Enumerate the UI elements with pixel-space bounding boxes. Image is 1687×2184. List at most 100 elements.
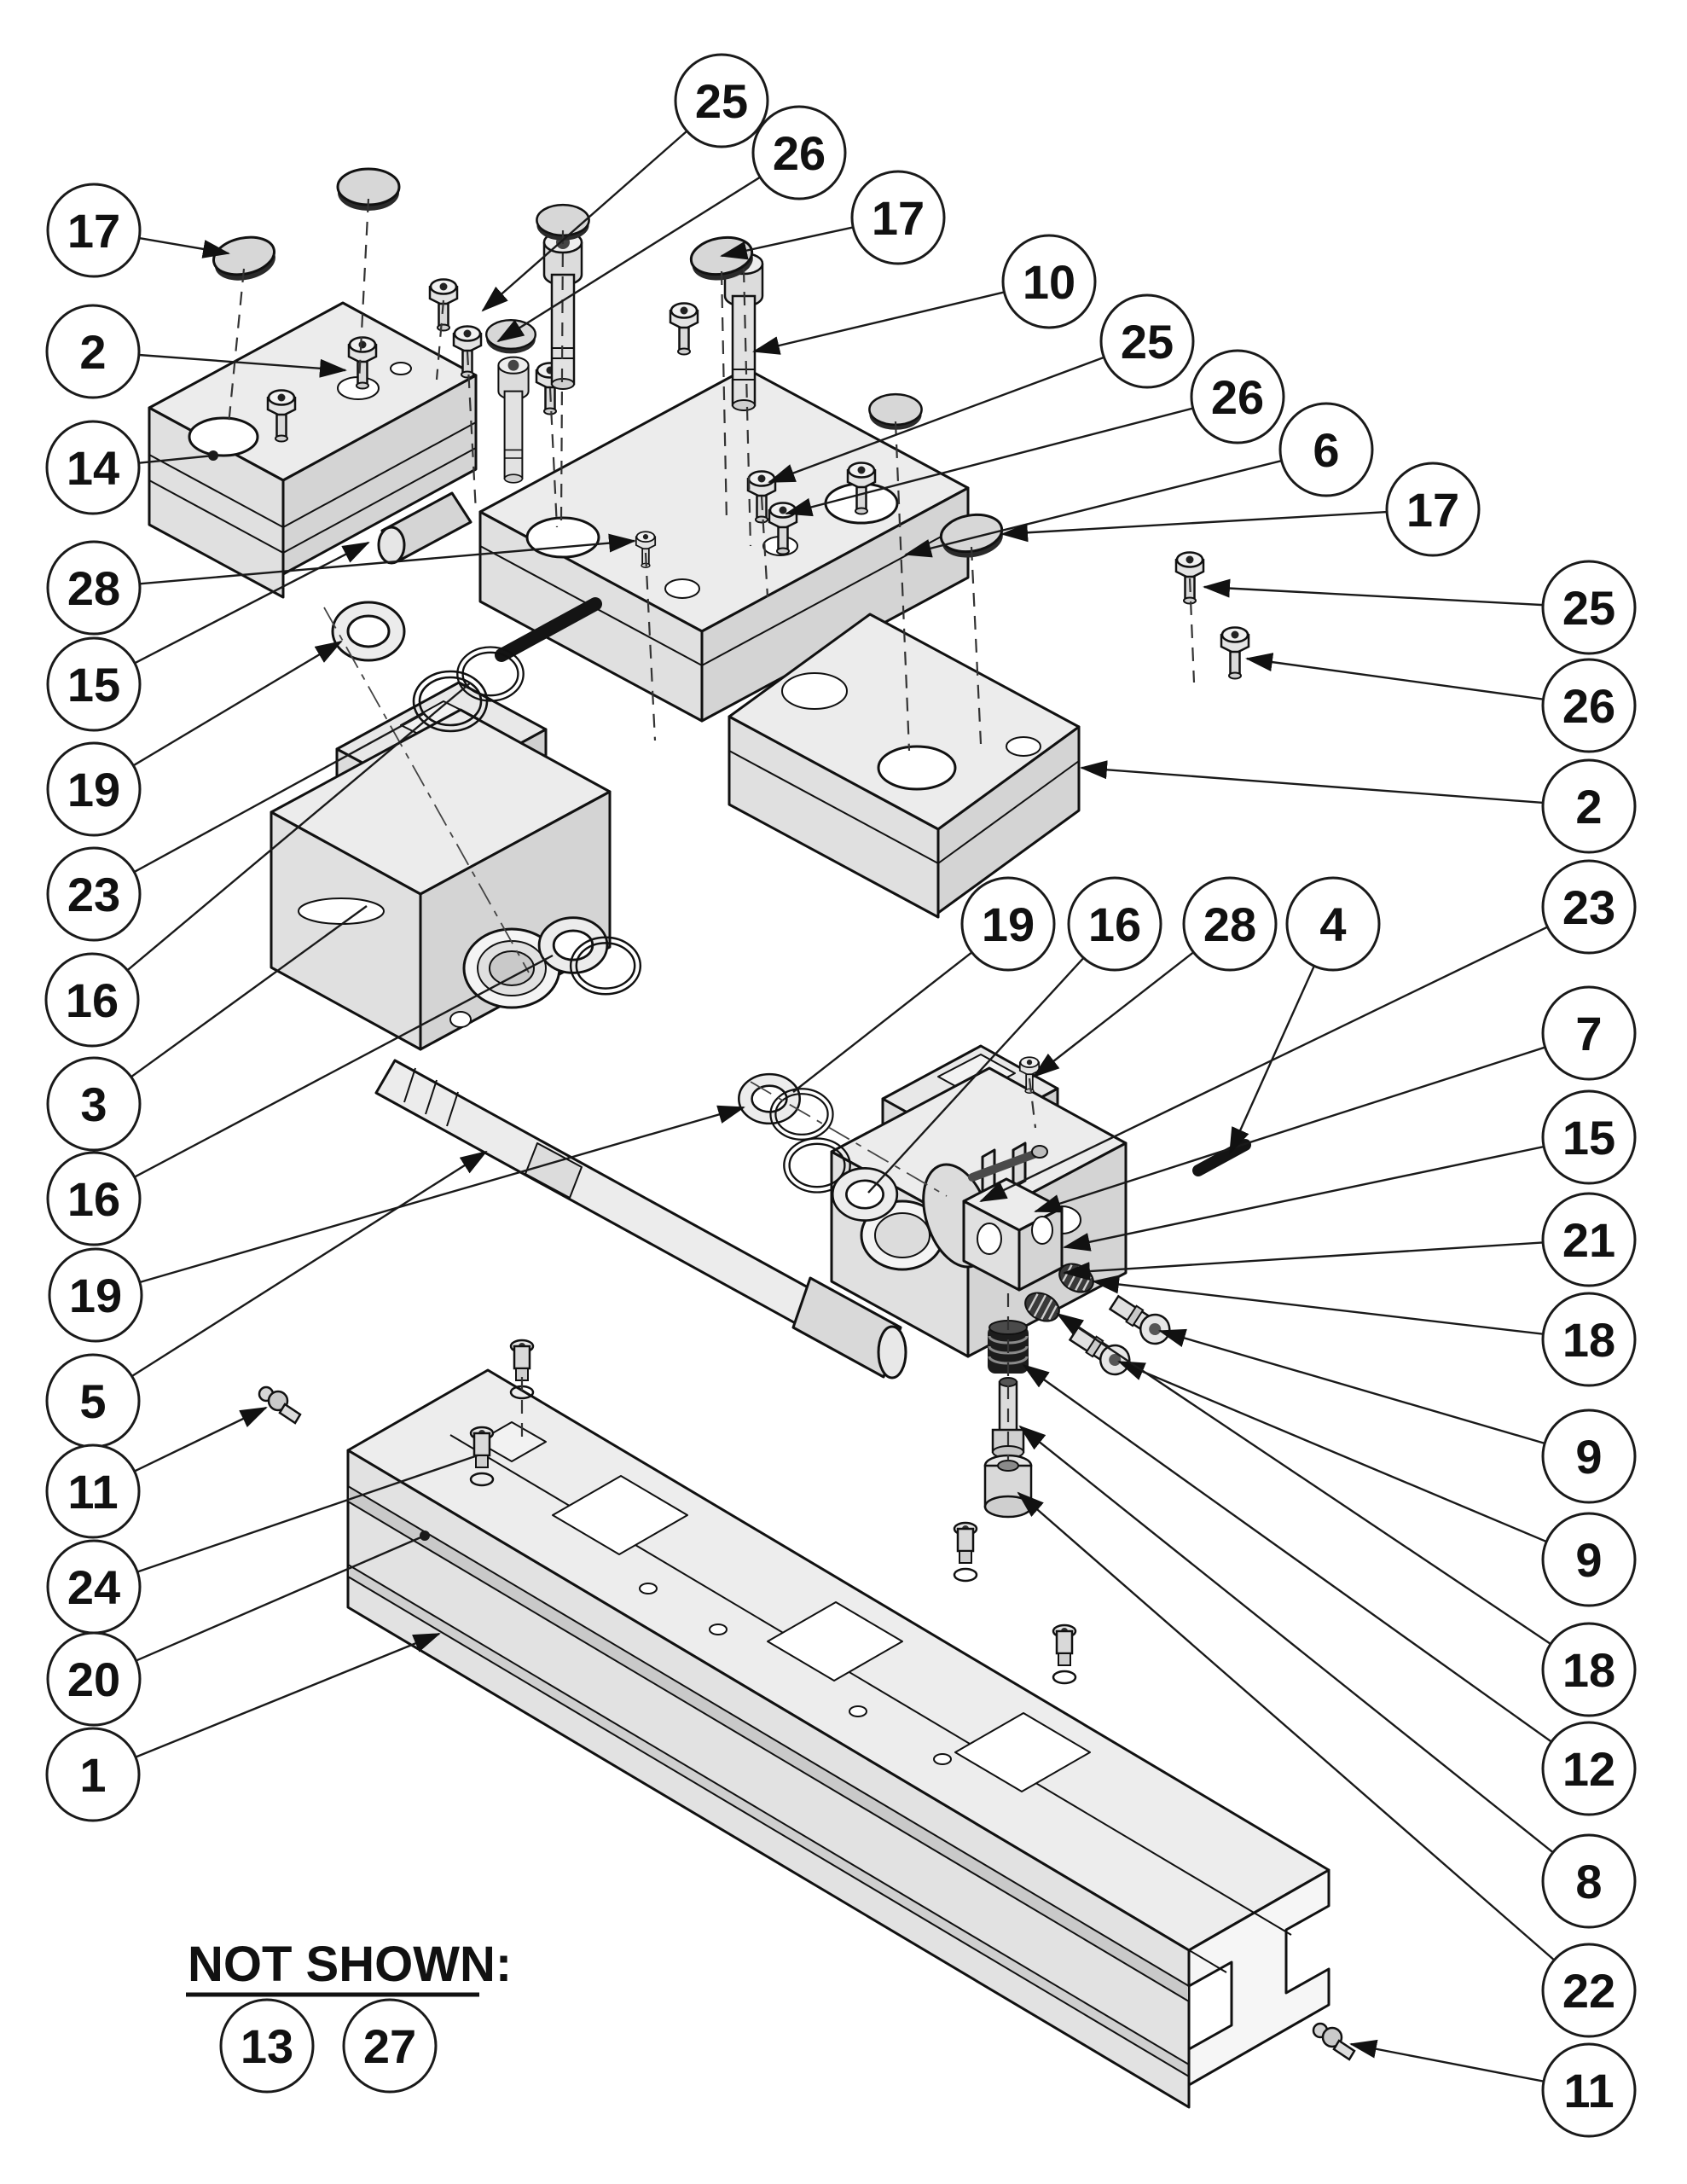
leader-line xyxy=(1032,951,1195,1078)
part-balloon: 19 xyxy=(46,640,343,837)
washer xyxy=(831,1167,899,1222)
balloon-number: 22 xyxy=(1562,1964,1615,2018)
leader-line xyxy=(139,236,230,258)
part-balloon: 22 xyxy=(1017,1491,1637,2038)
part-balloon: 18 xyxy=(1056,1312,1637,1717)
clamp-screw xyxy=(1174,551,1205,605)
balloon-number: 10 xyxy=(1023,255,1075,309)
part-balloon: 16 xyxy=(46,954,554,1246)
balloon-circle xyxy=(1541,560,1637,655)
leader-line xyxy=(1034,1046,1545,1213)
hole-plug xyxy=(485,319,536,355)
balloon-circle xyxy=(46,540,142,636)
leader-line xyxy=(1092,1275,1544,1335)
balloon-number: 17 xyxy=(872,191,925,245)
slide-unit-left xyxy=(270,597,612,1051)
leader-line xyxy=(720,226,854,260)
balloon-circle xyxy=(46,1631,142,1727)
part-balloon: 10 xyxy=(752,234,1097,355)
balloon-number: 21 xyxy=(1562,1213,1615,1267)
part-balloon: 23 xyxy=(979,859,1637,1203)
part-balloon: 2 xyxy=(1080,758,1637,854)
balloon-number: 15 xyxy=(1562,1111,1615,1165)
balloon-number: 15 xyxy=(67,658,120,712)
leader-line xyxy=(1349,2039,1545,2082)
balloon-circle xyxy=(1541,1192,1637,1287)
leader-line xyxy=(130,905,368,1078)
balloon-circle xyxy=(1541,1833,1637,1929)
part-balloon: 27 xyxy=(342,1998,438,2094)
part-balloon: 28 xyxy=(46,533,636,636)
leader-line xyxy=(1063,1241,1544,1281)
part-balloon: 4 xyxy=(1228,876,1381,1155)
balloon-number: 28 xyxy=(67,561,120,615)
balloon-circle xyxy=(1541,758,1637,854)
leader-line xyxy=(1000,510,1388,543)
balloons-layer: 1721428151923163161951124201252617102526… xyxy=(44,53,1637,2138)
part-balloon: 21 xyxy=(1063,1192,1637,1287)
part-balloon: 12 xyxy=(1022,1363,1637,1816)
part-balloon: 9 xyxy=(1117,1360,1637,1607)
washer xyxy=(331,601,406,662)
balloon-circle xyxy=(1541,1409,1637,1504)
balloon-number: 12 xyxy=(1562,1742,1615,1796)
leader-line xyxy=(752,291,1005,355)
part-balloon: 2 xyxy=(45,304,347,399)
balloon-circle xyxy=(1001,234,1097,329)
balloon-circle xyxy=(1541,1512,1637,1607)
leader-line xyxy=(785,407,1194,517)
balloon-number: 18 xyxy=(1562,1643,1615,1697)
part-balloon: 11 xyxy=(45,1406,268,1539)
part-balloon: 26 xyxy=(1245,653,1637,753)
part-balloon: 19 xyxy=(48,1105,745,1343)
part-balloon: 20 xyxy=(46,1531,430,1727)
part-balloon: 9 xyxy=(1158,1328,1637,1504)
part-balloon: 17 xyxy=(46,183,230,278)
leader-dot xyxy=(208,450,218,461)
balloon-circle xyxy=(1541,859,1637,955)
leader-line xyxy=(792,951,973,1093)
leader-line xyxy=(1245,653,1544,700)
leader-line xyxy=(979,926,1548,1203)
leader-line xyxy=(139,533,636,585)
balloon-number: 14 xyxy=(67,441,119,495)
balloon-circle xyxy=(45,1727,141,1822)
balloon-number: 23 xyxy=(67,868,120,921)
balloon-circle xyxy=(1541,1943,1637,2038)
part-balloon: 13 xyxy=(219,1998,315,2094)
balloon-number: 9 xyxy=(1575,1533,1602,1587)
part-balloon: 7 xyxy=(1034,985,1637,1213)
balloon-number: 3 xyxy=(80,1077,107,1131)
balloon-circle xyxy=(44,952,140,1048)
part-balloon: 11 xyxy=(1349,2039,1637,2138)
part-balloon: 8 xyxy=(1018,1425,1637,1929)
balloon-circle xyxy=(46,741,142,837)
part-balloon: 17 xyxy=(720,170,946,265)
assembly-dashed-lines xyxy=(227,198,1196,1461)
leader-line xyxy=(139,1105,745,1284)
leader-line xyxy=(1022,1363,1552,1743)
balloon-circle xyxy=(1099,293,1195,389)
balloon-number: 9 xyxy=(1575,1430,1602,1484)
balloon-circle xyxy=(1541,1292,1637,1387)
balloon-number: 17 xyxy=(67,204,120,258)
leader-line xyxy=(138,353,347,378)
balloon-circle xyxy=(1541,985,1637,1081)
balloon-number: 19 xyxy=(982,897,1035,951)
balloon-number: 25 xyxy=(695,74,748,128)
balloon-number: 24 xyxy=(67,1560,120,1614)
part-balloon: 25 xyxy=(481,53,769,312)
grease-fitting xyxy=(1312,2022,1356,2061)
leader-line xyxy=(136,1454,478,1573)
balloon-number: 16 xyxy=(67,1172,120,1226)
balloon-circle xyxy=(46,636,142,732)
leader-line xyxy=(1063,1145,1545,1252)
grease-fitting xyxy=(258,1385,302,1425)
balloon-circle xyxy=(342,1998,438,2094)
leader-line xyxy=(130,1150,488,1378)
socket-screw xyxy=(1064,1320,1136,1381)
leader-line xyxy=(1018,1425,1554,1854)
part-balloon: 14 xyxy=(45,420,218,515)
part-balloon: 16 xyxy=(867,876,1162,1194)
